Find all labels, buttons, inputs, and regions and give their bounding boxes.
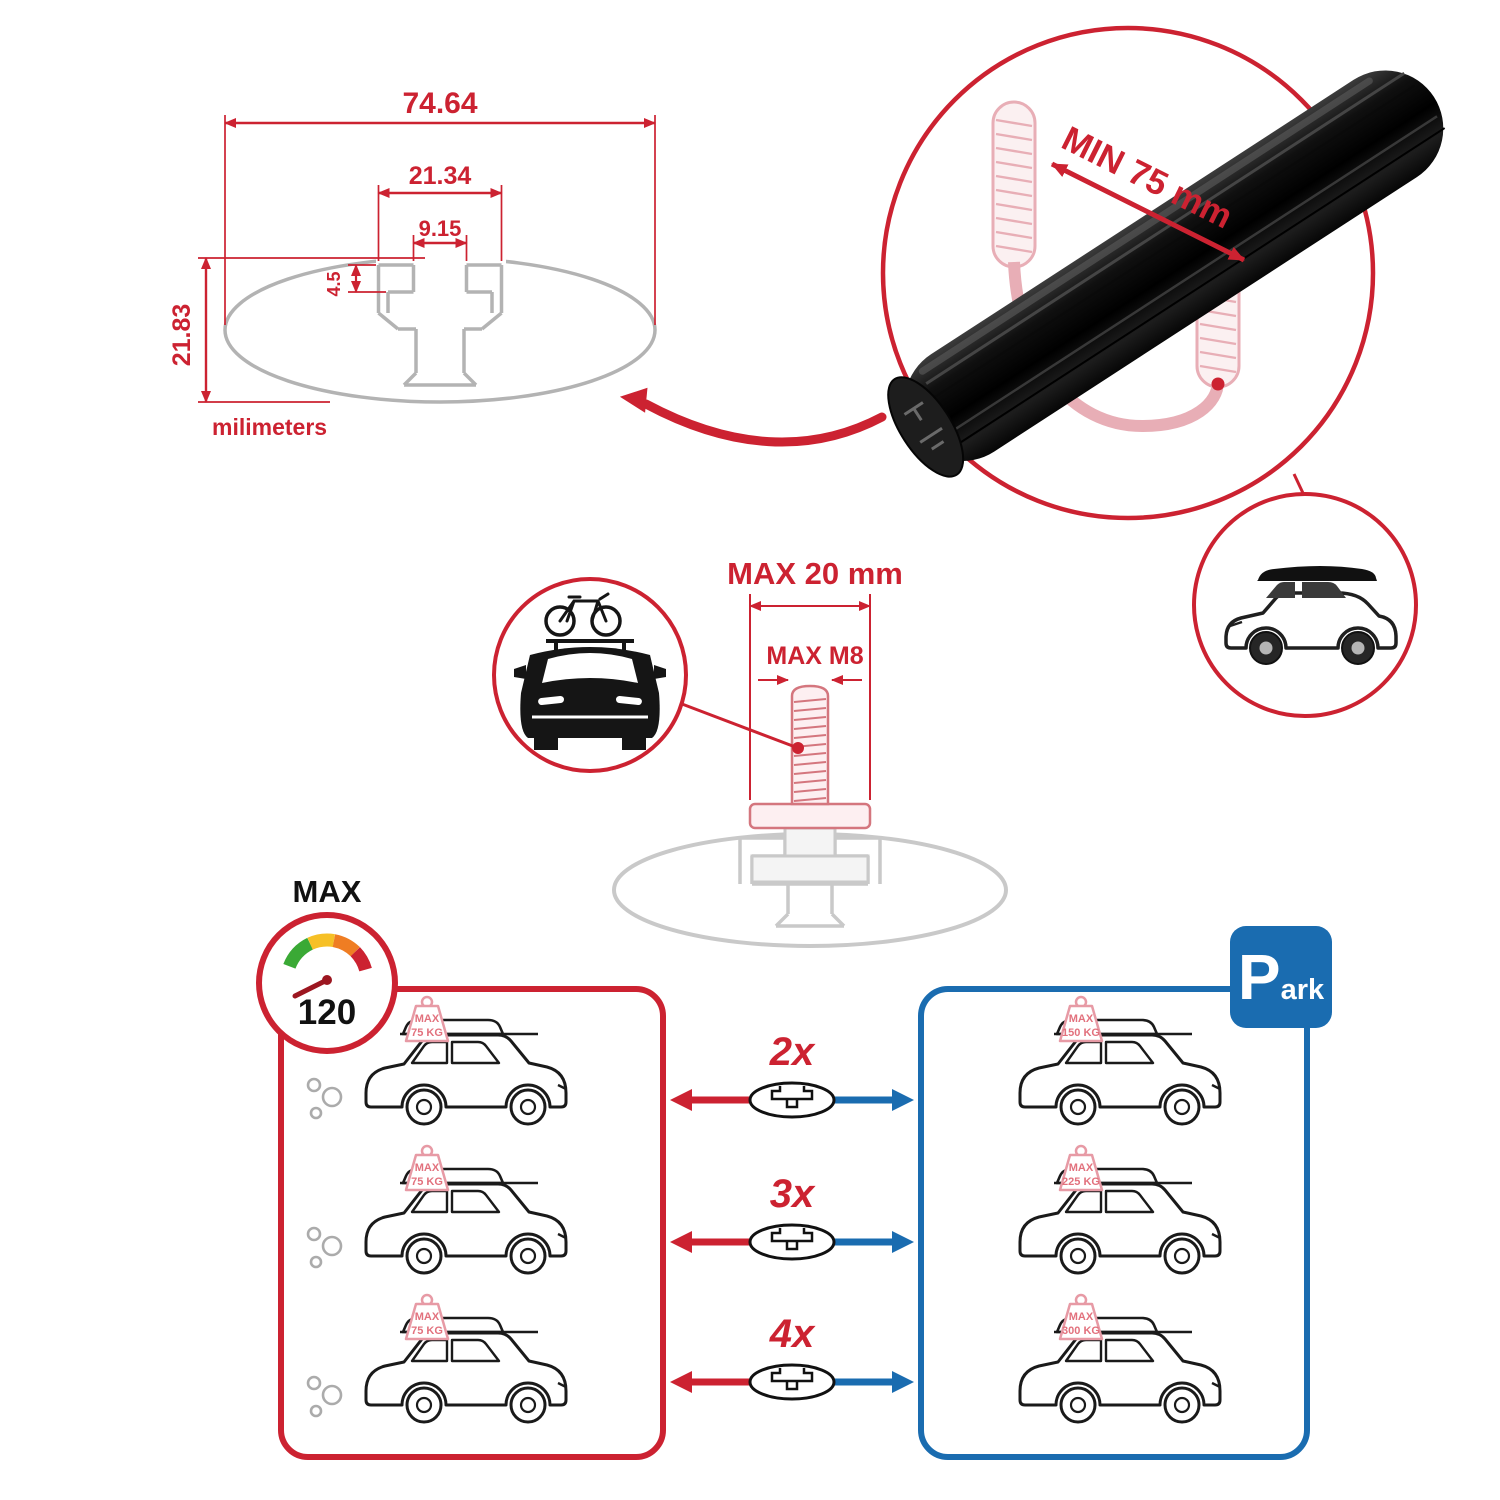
suv-car-icon: [352, 1160, 582, 1292]
exhaust-puffs-icon: [306, 1226, 343, 1269]
bar-quantity-group: 3x: [664, 1172, 920, 1270]
load-tag-title: MAX: [415, 1311, 440, 1323]
profile-dimension-drawing: 74.64 21.34 9.15 4.5 21.83 milimeters: [168, 87, 657, 440]
dimension-label-overall-height: 21.83: [168, 304, 196, 367]
load-tag-title: MAX: [415, 1013, 440, 1025]
speed-value: 120: [298, 993, 356, 1032]
bar-quantity-group: 2x: [664, 1030, 920, 1128]
driving-load-panel: MAX 75 KG MAX 75 KG MAX 75 KG: [278, 986, 666, 1460]
parking-sign: Park: [1230, 926, 1332, 1028]
parking-sign-text: Park: [1238, 940, 1324, 1014]
bar-count-arrows-icon: [670, 1363, 914, 1401]
parked-car-row: MAX 150 KG: [934, 995, 1294, 1147]
ext-lines: [224, 115, 656, 325]
roof-load-tag: MAX 225 KG: [1058, 1144, 1104, 1192]
roof-load-tag: MAX 150 KG: [1058, 995, 1104, 1043]
suv-car-icon: [1006, 1011, 1236, 1143]
detail-pointer-arrow-icon: [619, 387, 887, 447]
profile-oval-outline: [223, 256, 657, 404]
profile-t-slot-outline: [376, 263, 504, 387]
bolt-max-thread-label: MAX M8: [766, 642, 864, 670]
thread-ridges: [793, 698, 827, 802]
min-span-arrow: [1050, 161, 1246, 263]
suv-roofbox-icon: [1224, 566, 1398, 665]
roof-load-tag: MAX 75 KG: [404, 995, 450, 1043]
bar-quantity-label: 2x: [769, 1030, 815, 1074]
roof-load-tag: MAX 75 KG: [404, 1144, 450, 1192]
car-bike-circle: [492, 577, 688, 773]
suv-car-icon: [1006, 1309, 1236, 1441]
driving-car-row: MAX 75 KG: [294, 1144, 650, 1296]
head-width-ext-lines: [749, 594, 871, 800]
clamp-point-dot: [1211, 377, 1225, 391]
load-tag-title: MAX: [1069, 1013, 1094, 1025]
driving-car-row: MAX 75 KG: [294, 995, 650, 1147]
exhaust-puffs-icon: [306, 1077, 343, 1120]
dimension-units-label: milimeters: [212, 414, 327, 440]
parking-sign-letter: P: [1237, 941, 1281, 1013]
suv-car-icon: [352, 1309, 582, 1441]
parked-car-row: MAX 225 KG: [934, 1144, 1294, 1296]
connector-line: [681, 702, 799, 750]
gauge-svg: 120: [283, 933, 372, 1032]
bar-quantity-label: 3x: [769, 1172, 815, 1216]
suv-roofbox-circle: [1192, 492, 1418, 718]
parked-load-panel: MAX 150 KG MAX 225 KG MAX 300 KG: [918, 986, 1310, 1460]
dimension-label-opening-width: 9.15: [419, 216, 462, 241]
load-tag-title: MAX: [415, 1162, 440, 1174]
load-tag-value: 300 KG: [1062, 1325, 1100, 1337]
t-bolt-flange: [748, 802, 872, 830]
load-tag-value: 225 KG: [1062, 1176, 1100, 1188]
car-front-bike-icon: [514, 592, 666, 750]
parked-car-row: MAX 300 KG: [934, 1293, 1294, 1445]
ext-lines: [412, 235, 468, 261]
speed-max-title: MAX: [292, 874, 362, 909]
bar-count-arrows-icon: [670, 1081, 914, 1119]
bar-count-arrows-icon: [670, 1223, 914, 1261]
exhaust-puffs-icon: [306, 1375, 343, 1418]
ext-lines: [348, 264, 386, 293]
driving-car-row: MAX 75 KG: [294, 1293, 650, 1445]
t-bolt-neck: [783, 826, 837, 858]
load-tag-value: 75 KG: [411, 1325, 443, 1337]
t-bolt-assembly: [612, 594, 1008, 948]
load-tag-value: 150 KG: [1062, 1027, 1100, 1039]
dimension-label-overall-width: 74.64: [402, 87, 477, 120]
mount-point-dot: [792, 742, 804, 754]
crossbar-detail-view: MIN 75 mm: [880, 25, 1446, 521]
t-bolt-head: [750, 854, 870, 884]
load-tag-title: MAX: [1069, 1162, 1094, 1174]
dimension-label-slot-width: 21.34: [409, 162, 472, 190]
roof-load-tag: MAX 300 KG: [1058, 1293, 1104, 1341]
bolt-max-width-label: MAX 20 mm: [727, 556, 903, 591]
bar-quantity-label: 4x: [769, 1312, 815, 1356]
speedometer-gauge-icon: 120: [256, 912, 398, 1054]
ext-lines: [198, 257, 425, 403]
dimension-label-lip-height: 4.5: [324, 271, 344, 296]
load-tag-title: MAX: [1069, 1311, 1094, 1323]
suv-car-icon: [1006, 1160, 1236, 1292]
load-tag-value: 75 KG: [411, 1027, 443, 1039]
parking-sign-suffix: ark: [1280, 974, 1325, 1006]
load-tag-value: 75 KG: [411, 1176, 443, 1188]
bar-quantity-group: 4x: [664, 1312, 920, 1410]
roof-load-tag: MAX 75 KG: [404, 1293, 450, 1341]
ext-lines: [377, 185, 503, 261]
